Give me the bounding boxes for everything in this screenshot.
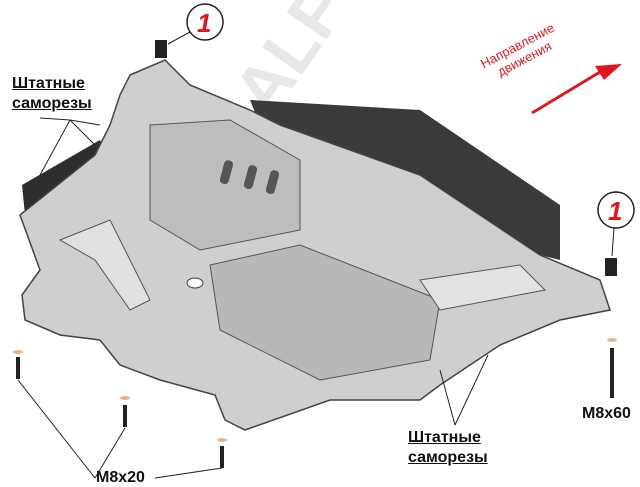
direction-arrowhead: [595, 64, 622, 80]
standard-screws-label-bottom: Штатные саморезы: [408, 428, 488, 468]
label-line: саморезы: [12, 95, 92, 112]
plate-recess-center: [209, 244, 441, 381]
drain-hole: [186, 277, 204, 289]
svg-text:1: 1: [197, 8, 211, 38]
svg-text:1: 1: [608, 196, 622, 226]
vent-slots: [219, 160, 280, 194]
callout-1-right: 1: [597, 191, 635, 257]
plate-recess-left: [149, 119, 301, 251]
plate-rib: [58, 219, 151, 311]
label-line: Штатные: [12, 75, 85, 92]
leader-lines: [17, 117, 489, 479]
spacer-right: [605, 258, 617, 276]
spacer-top: [155, 40, 167, 58]
label-line: саморезы: [408, 449, 488, 466]
callout-1-top: 1: [167, 3, 224, 45]
bolt-m8x60-label: M8x60: [582, 405, 631, 422]
direction-arrow: [531, 70, 601, 115]
label-line: Штатные: [408, 429, 481, 446]
bolts: [13, 338, 617, 468]
bolt-m8x20-label: M8x20: [96, 469, 145, 486]
plate-rib-right: [419, 264, 547, 311]
standard-screws-label-top: Штатные саморезы: [12, 74, 92, 114]
